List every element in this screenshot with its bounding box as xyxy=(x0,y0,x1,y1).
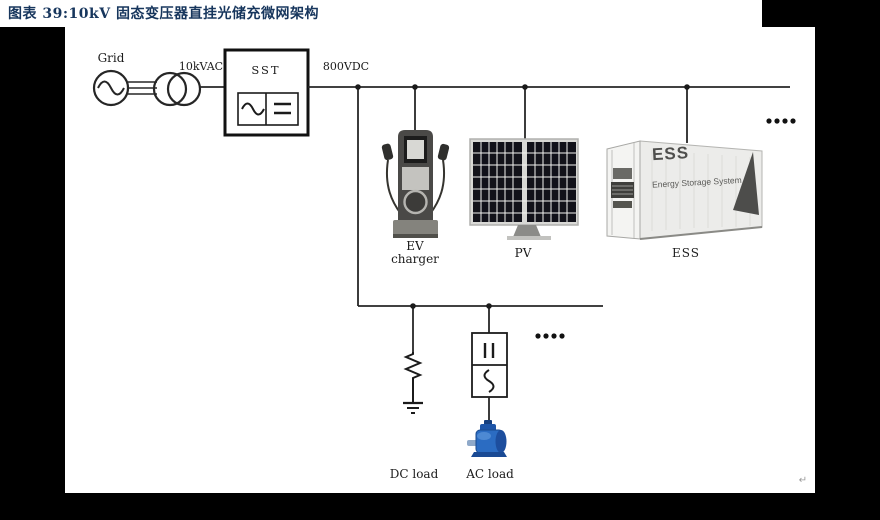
inverter-icon xyxy=(471,332,508,425)
ac-source-icon xyxy=(92,69,130,107)
more-feeders-ellipsis-icon xyxy=(766,118,796,124)
ac-load-label: AC load xyxy=(466,467,514,481)
ev-charger-icon xyxy=(381,130,450,238)
motor-icon xyxy=(467,420,507,457)
three-phase-lines xyxy=(128,81,157,95)
paragraph-return-mark: ↵ xyxy=(798,475,808,486)
sst-converter-icon xyxy=(223,48,310,137)
more-loads-ellipsis-icon xyxy=(535,333,565,339)
pv-label: PV xyxy=(514,246,532,260)
dc-bus-lines xyxy=(308,86,790,352)
ac-voltage-label: 10kVAC xyxy=(178,60,224,73)
transformer-icon xyxy=(152,71,202,107)
ess-container-icon xyxy=(606,140,763,240)
dc-voltage-label: 800VDC xyxy=(322,60,370,73)
grid-label: Grid xyxy=(97,51,125,65)
bus-junction-dots xyxy=(355,84,690,309)
pv-panel-icon xyxy=(469,138,579,240)
figure-caption: 图表 39:10kV 固态变压器直挂光储充微网架构 xyxy=(8,6,319,22)
sst-label: SST xyxy=(251,63,281,77)
dc-load-resistor-icon xyxy=(403,352,423,414)
dc-load-label: DC load xyxy=(389,467,439,481)
figure-title-strip: 图表 39:10kV 固态变压器直挂光储充微网架构 xyxy=(0,0,762,27)
ess-label: ESS xyxy=(672,246,700,260)
